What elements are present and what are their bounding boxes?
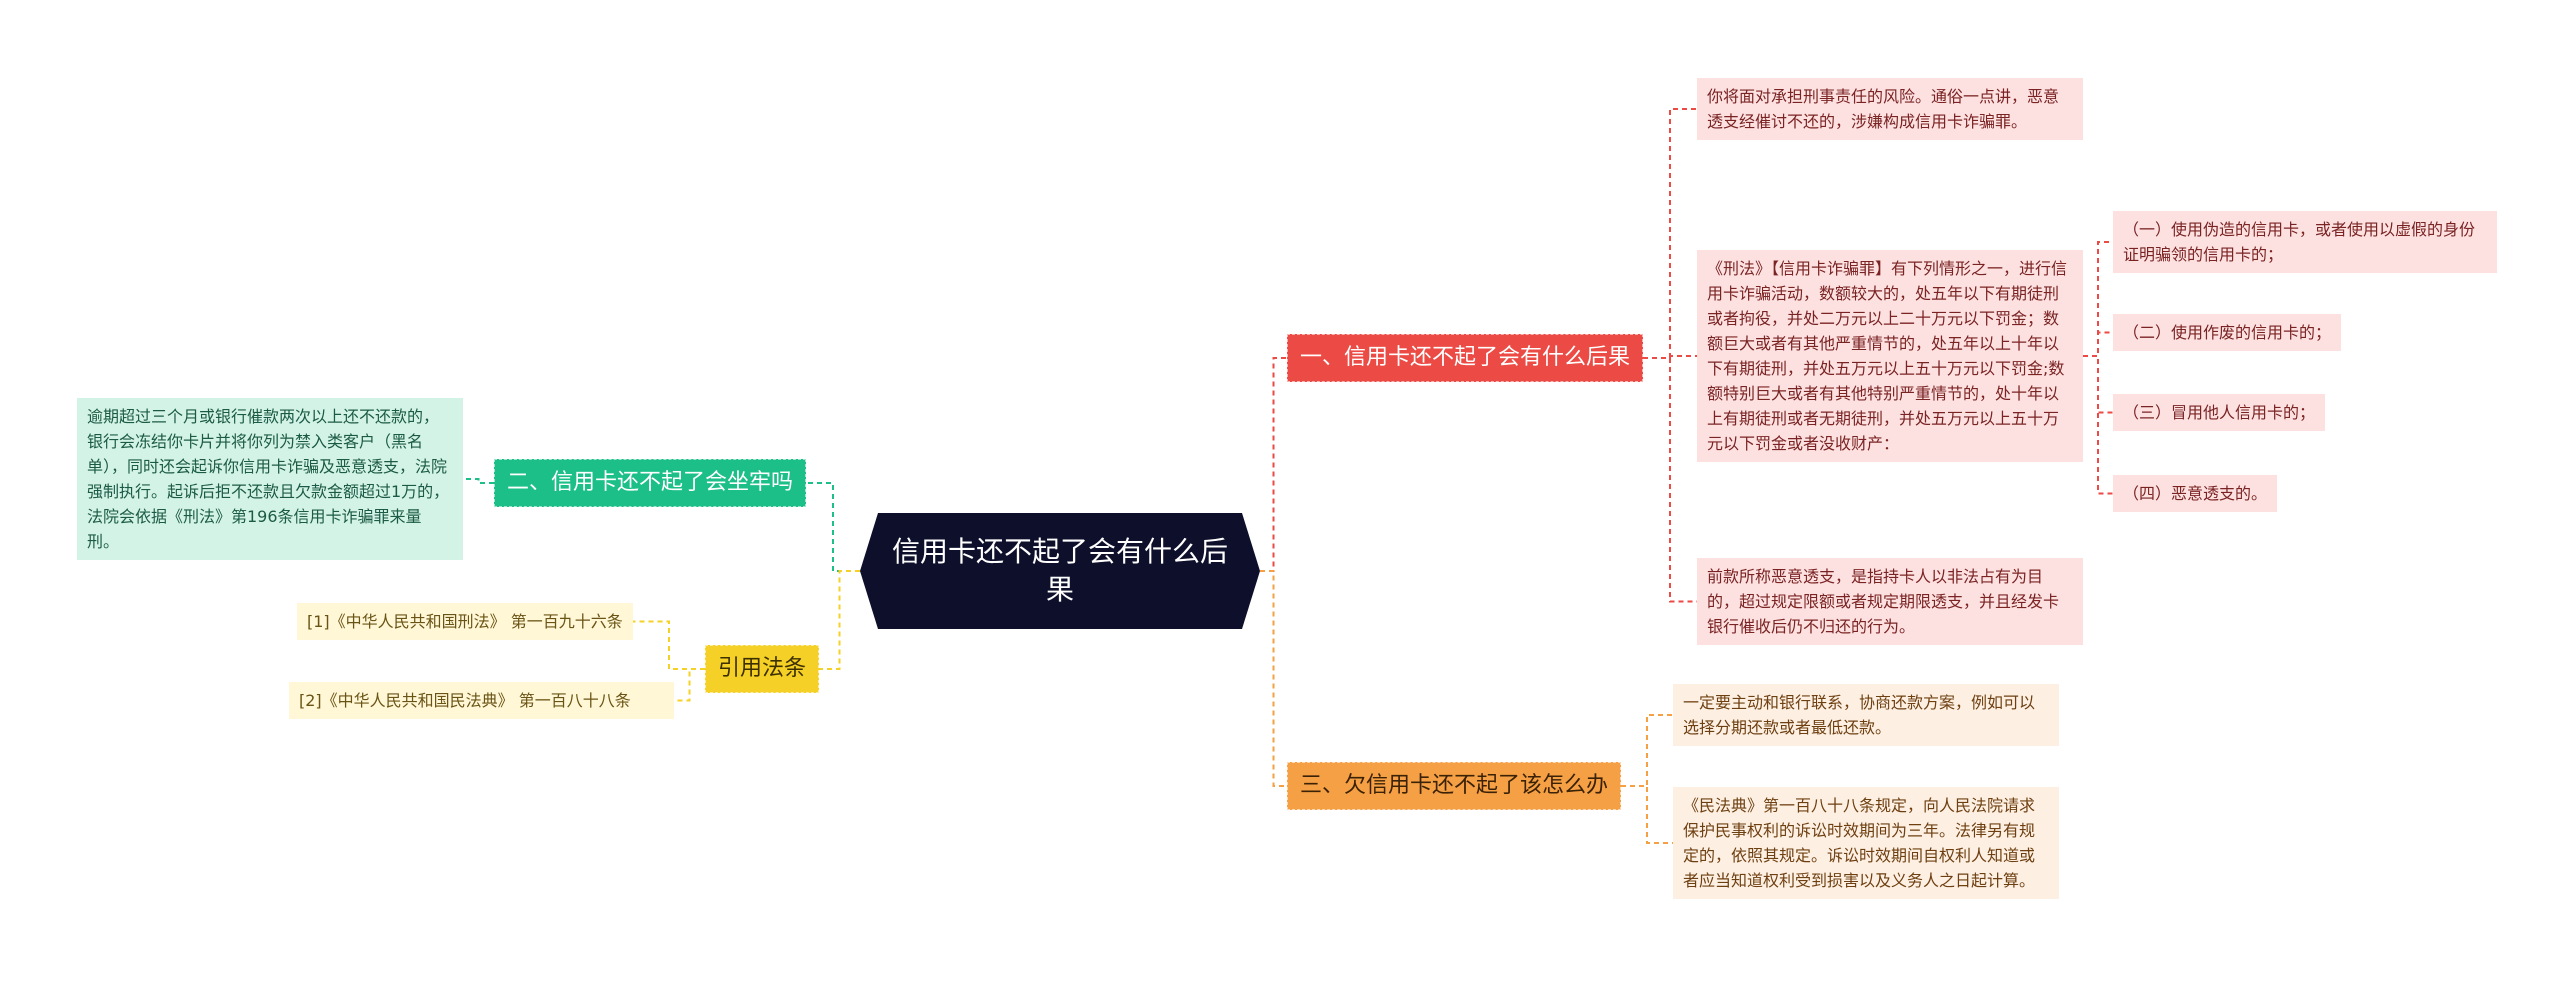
leaf-criminal-law[interactable]: 《刑法》【信用卡诈骗罪】有下列情形之一，进行信用卡诈骗活动，数额较大的，处五年以… [1697,250,2083,462]
citation-civil-code[interactable]: [2]《中华人民共和国民法典》 第一百八十八条 [289,682,674,719]
connector-root-consequences [1260,357,1287,572]
leaf-sub-void-card[interactable]: （二）使用作废的信用卡的； [2113,314,2342,351]
connector-root-citations [819,570,860,670]
connector-law-sub-1 [2083,331,2113,357]
branch-citations[interactable]: 引用法条 [705,645,820,693]
leaf-jail-detail[interactable]: 逾期超过三个月或银行催款两次以上还不还款的，银行会冻结你卡片并将你列为禁入类客户… [77,398,463,560]
connector-what-to-do-0 [1621,714,1673,787]
connector-consequences-0 [1643,108,1697,359]
branch-consequences-label: 一、信用卡还不起了会有什么后果 [1300,345,1631,370]
connector-law-sub-0 [2083,241,2113,357]
connector-jail-detail [463,478,494,484]
leaf-criminal-risk[interactable]: 你将面对承担刑事责任的风险。通俗一点讲，恶意透支经催讨不还的，涉嫌构成信用卡诈骗… [1697,78,2083,140]
citation-criminal-law[interactable]: [1]《中华人民共和国刑法》 第一百九十六条 [297,603,633,640]
leaf-sub-forged-card[interactable]: （一）使用伪造的信用卡，或者使用以虚假的身份证明骗领的信用卡的； [2113,211,2497,273]
leaf-sub-impersonation[interactable]: （三）冒用他人信用卡的； [2113,394,2326,431]
branch-citations-label: 引用法条 [718,656,807,681]
connector-what-to-do-1 [1621,785,1673,844]
branch-what-to-do[interactable]: 三、欠信用卡还不起了该怎么办 [1287,762,1622,810]
leaf-contact-bank[interactable]: 一定要主动和银行联系，协商还款方案，例如可以选择分期还款或者最低还款。 [1673,684,2059,746]
connector-consequences-2 [1643,357,1697,603]
root-topic-label: 信用卡还不起了会有什么后果 [891,535,1228,606]
connector-law-sub-3 [2083,355,2113,495]
branch-jail[interactable]: 二、信用卡还不起了会坐牢吗 [494,459,807,507]
connector-citation-0 [633,620,705,670]
branch-what-to-do-label: 三、欠信用卡还不起了该怎么办 [1300,773,1609,798]
connector-root-what-to-do [1260,570,1287,787]
connector-consequences-1 [1643,355,1697,359]
branch-consequences[interactable]: 一、信用卡还不起了会有什么后果 [1287,334,1644,382]
root-topic[interactable]: 信用卡还不起了会有什么后果 [860,513,1260,629]
leaf-sub-malicious-overdraft[interactable]: （四）恶意透支的。 [2113,475,2278,512]
leaf-civil-code[interactable]: 《民法典》第一百八十八条规定，向人民法院请求保护民事权利的诉讼时效期间为三年。法… [1673,787,2059,899]
leaf-malicious-overdraft[interactable]: 前款所称恶意透支，是指持卡人以非法占有为目的，超过规定限额或者规定期限透支，并且… [1697,558,2083,645]
connector-root-jail [806,482,860,572]
connector-citation-1 [674,668,705,702]
branch-jail-label: 二、信用卡还不起了会坐牢吗 [507,470,794,495]
